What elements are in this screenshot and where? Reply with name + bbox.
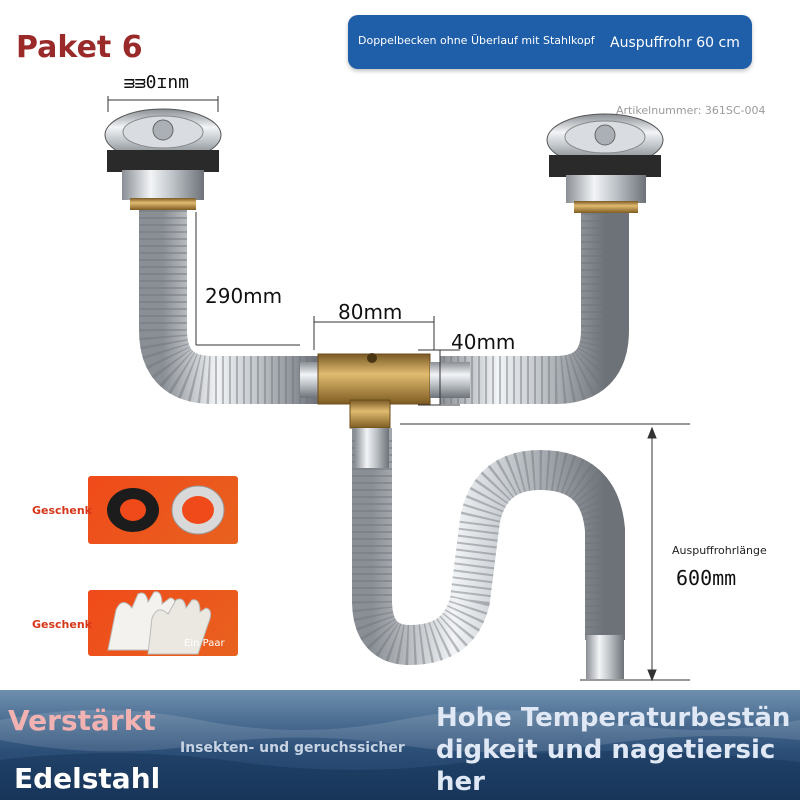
gloves-icon bbox=[107, 591, 212, 655]
sink-drain-illustration bbox=[104, 96, 690, 682]
gift-pair-label: Ein Paar bbox=[184, 638, 225, 649]
product-banner: Doppelbecken ohne Überlauf mit Stahlkopf… bbox=[348, 15, 752, 69]
feature-heat-rodent: Hohe Temperaturbeständigkeit und nagetie… bbox=[436, 703, 791, 797]
brass-tee-connector bbox=[300, 353, 470, 429]
feature-steel: Edelstahl bbox=[14, 762, 161, 795]
article-number: Artikelnummer: 361SC-004 bbox=[616, 104, 766, 117]
trap-exhaust-pipe bbox=[352, 428, 625, 679]
dimension-40: 40mm bbox=[451, 330, 516, 354]
feature-insect-odor: Insekten- und geruchssicher bbox=[180, 740, 405, 756]
left-strainer bbox=[104, 108, 222, 210]
feature-band bbox=[0, 690, 800, 800]
right-corrugated-hose bbox=[440, 213, 629, 404]
banner-description: Doppelbecken ohne Überlauf mit Stahlkopf bbox=[358, 34, 595, 47]
dimension-lines bbox=[107, 96, 690, 682]
dimension-80: 80mm bbox=[338, 300, 403, 324]
banner-pipe-length: Auspuffrohr 60 cm bbox=[610, 35, 740, 51]
gasket-rings-icon bbox=[107, 485, 225, 535]
left-corrugated-hose bbox=[139, 210, 318, 404]
dimension-600: 600mm bbox=[676, 566, 737, 590]
water-background-icon bbox=[0, 710, 800, 800]
right-strainer bbox=[546, 113, 664, 213]
dimension-top-width: ᴟᴟ0ɪnm bbox=[124, 72, 190, 93]
gift-gasket-image bbox=[88, 476, 238, 544]
feature-reinforced: Verstärkt bbox=[8, 704, 156, 737]
package-title: Paket 6 bbox=[16, 30, 143, 65]
dimension-290: 290mm bbox=[205, 284, 283, 308]
gift-label-1: Geschenk bbox=[32, 504, 92, 517]
gift-label-2: Geschenk bbox=[32, 618, 92, 631]
gift-gloves-image bbox=[88, 590, 238, 656]
exhaust-length-label: Auspuffrohrlänge bbox=[672, 544, 767, 557]
